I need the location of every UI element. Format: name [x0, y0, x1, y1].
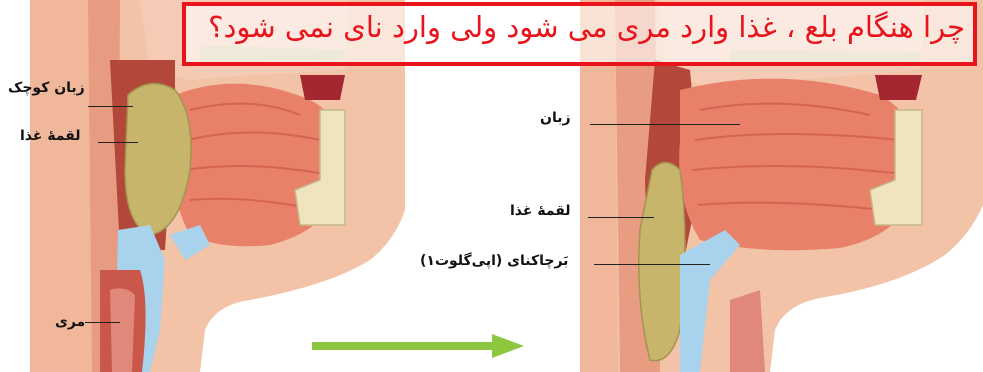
label-food-bolus-left: لقمهٔ غذا — [20, 128, 81, 144]
label-esophagus: مری — [55, 314, 85, 330]
leader-food-bolus-right — [588, 217, 654, 218]
question-box: چرا هنگام بلع ، غذا وارد مری می شود ولی … — [182, 2, 977, 66]
leader-uvula — [88, 106, 133, 107]
leader-esophagus — [85, 322, 120, 323]
question-text: چرا هنگام بلع ، غذا وارد مری می شود ولی … — [208, 10, 965, 44]
right-arrow-icon — [312, 334, 527, 358]
label-food-bolus-right: لقمهٔ غذا — [510, 203, 571, 219]
leader-epiglottis — [594, 264, 710, 265]
label-uvula: زبان کوچک — [8, 80, 85, 96]
label-tongue: زبان — [540, 110, 571, 126]
leader-food-bolus-left — [98, 142, 138, 143]
leader-tongue — [590, 124, 740, 125]
label-epiglottis: بَرچاکنای (اپی‌گلوت۱) — [420, 253, 568, 269]
